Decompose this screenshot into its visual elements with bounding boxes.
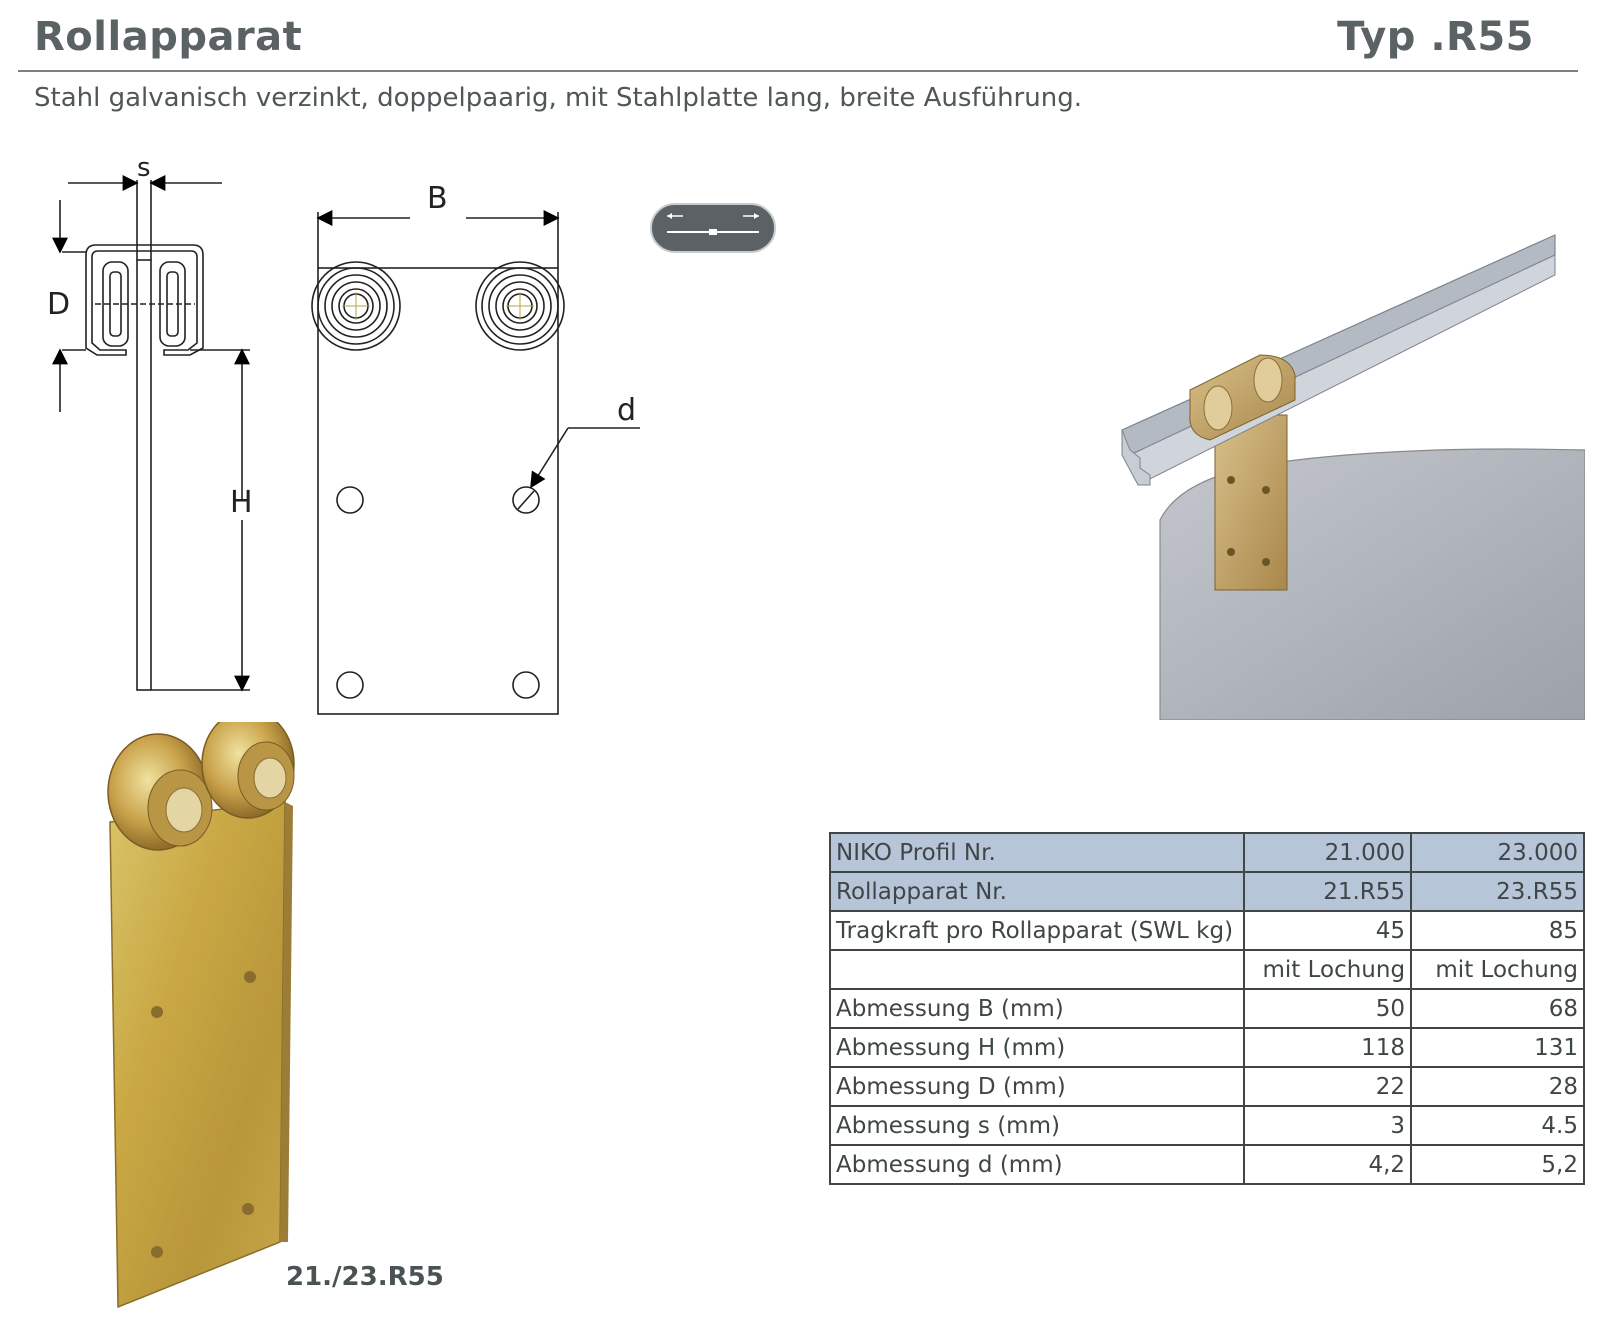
dimension-label-b: B: [427, 181, 448, 216]
value-col-2: 23.000: [1410, 832, 1585, 873]
value-col-2: 23.R55: [1410, 871, 1585, 912]
front-view-plate: [317, 267, 559, 715]
value-col-2: 5,2: [1410, 1144, 1585, 1185]
page-title: Rollapparat: [34, 14, 303, 60]
row-label: Rollapparat Nr.: [828, 871, 1246, 912]
product-photo: [107, 722, 295, 1309]
table-row: NIKO Profil Nr. 21.000 23.000: [828, 832, 1585, 873]
specification-table: NIKO Profil Nr. 21.000 23.000 Rollappara…: [828, 832, 1585, 1185]
table-row: mit Lochung mit Lochung: [828, 949, 1585, 990]
table-row: Tragkraft pro Rollapparat (SWL kg) 45 85: [828, 910, 1585, 951]
value-col-2: 28: [1410, 1066, 1585, 1107]
value-col-1: 118: [1243, 1027, 1413, 1068]
header-divider: [18, 70, 1578, 72]
value-col-2: 4.5: [1410, 1105, 1585, 1146]
row-label: Abmessung H (mm): [828, 1027, 1246, 1068]
technical-drawing: s B D d H: [47, 153, 640, 715]
dimension-label-d-lower: d: [617, 393, 636, 428]
row-label: Abmessung B (mm): [828, 988, 1246, 1029]
value-col-1: 22: [1243, 1066, 1413, 1107]
profile-badge-icon: [650, 203, 776, 253]
value-col-2: 68: [1410, 988, 1585, 1029]
value-col-1: 4,2: [1243, 1144, 1413, 1185]
value-col-1: 3: [1243, 1105, 1413, 1146]
value-col-1: 45: [1243, 910, 1413, 951]
value-col-2: 85: [1410, 910, 1585, 951]
value-col-2: 131: [1410, 1027, 1585, 1068]
value-col-2: mit Lochung: [1410, 949, 1585, 990]
side-view-plate: [136, 259, 152, 691]
installation-illustration: [1121, 234, 1585, 720]
table-row: Abmessung D (mm) 22 28: [828, 1066, 1585, 1107]
table-row: Abmessung H (mm) 118 131: [828, 1027, 1585, 1068]
table-row: Rollapparat Nr. 21.R55 23.R55: [828, 871, 1585, 912]
value-col-1: mit Lochung: [1243, 949, 1413, 990]
dimension-label-d-upper: D: [47, 287, 70, 322]
table-row: Abmessung d (mm) 4,2 5,2: [828, 1144, 1585, 1185]
type-label: Typ .R55: [1337, 14, 1534, 60]
row-label: NIKO Profil Nr.: [828, 832, 1246, 873]
dimension-label-s: s: [137, 153, 151, 183]
value-col-1: 21.000: [1243, 832, 1413, 873]
value-col-1: 50: [1243, 988, 1413, 1029]
side-view-profile: [85, 244, 204, 356]
product-caption: 21./23.R55: [286, 1262, 444, 1292]
table-row: Abmessung s (mm) 3 4.5: [828, 1105, 1585, 1146]
row-label: Abmessung s (mm): [828, 1105, 1246, 1146]
product-description: Stahl galvanisch verzinkt, doppelpaarig,…: [34, 83, 1082, 113]
row-label: Abmessung D (mm): [828, 1066, 1246, 1107]
row-label: Tragkraft pro Rollapparat (SWL kg): [828, 910, 1246, 951]
value-col-1: 21.R55: [1243, 871, 1413, 912]
row-label: [828, 949, 1246, 990]
dimension-label-h: H: [230, 485, 253, 520]
table-row: Abmessung B (mm) 50 68: [828, 988, 1585, 1029]
row-label: Abmessung d (mm): [828, 1144, 1246, 1185]
